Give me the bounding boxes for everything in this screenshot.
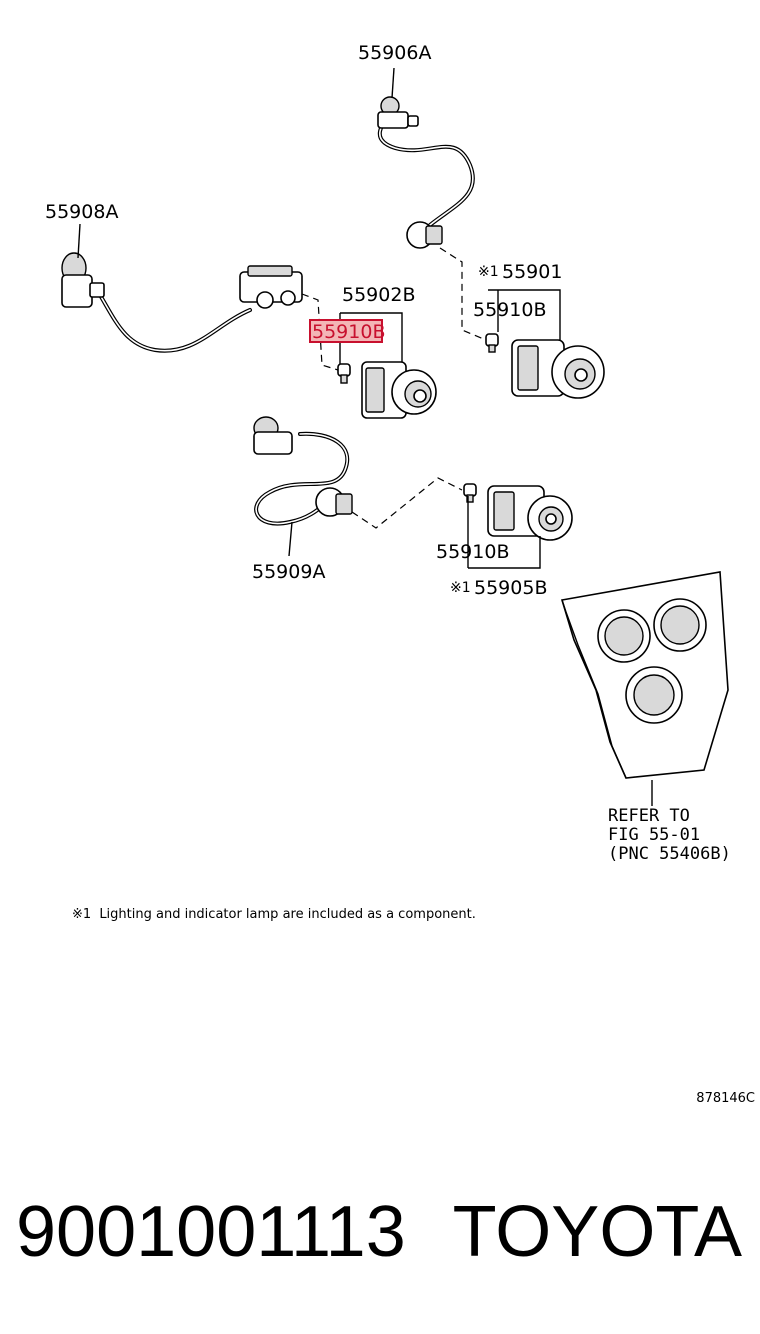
bulb-55910b-right[interactable] — [485, 333, 499, 353]
leader-lines — [77, 67, 653, 806]
illustration-code: 878146C — [696, 1091, 755, 1106]
footnote-text: Lighting and indicator lamp are included… — [99, 907, 476, 922]
socket-wire-55908a[interactable] — [61, 252, 303, 353]
label-55906a: 55906A — [358, 42, 431, 64]
part-number: 9001001113 — [16, 1192, 406, 1272]
label-55910b-highlighted[interactable]: 55910B — [312, 321, 385, 343]
refer-line-1: REFER TO — [608, 806, 690, 826]
footnote-marker-55901: ※1 — [478, 264, 499, 280]
highlight-box — [309, 319, 383, 343]
refer-line-3: (PNC 55406B) — [608, 844, 731, 864]
label-55910b-lower: 55910B — [436, 541, 509, 563]
footnote-marker: ※1 — [72, 907, 91, 922]
control-panel-bezel[interactable] — [560, 571, 729, 779]
switch-55901[interactable] — [511, 339, 605, 399]
switch-55902b[interactable] — [361, 361, 437, 419]
footnote-marker-55905b: ※1 — [450, 580, 471, 596]
bulb-55910b-highlighted[interactable] — [337, 363, 351, 384]
bulb-55910b-lower[interactable] — [463, 483, 477, 503]
label-55902b: 55902B — [342, 284, 415, 306]
label-55905b: 55905B — [474, 577, 547, 599]
socket-wire-55909a[interactable] — [253, 416, 353, 526]
switch-55905b[interactable] — [487, 485, 573, 541]
socket-wire-55906a[interactable] — [377, 96, 475, 249]
brand-name: TOYOTA — [453, 1192, 742, 1272]
label-55908a: 55908A — [45, 201, 118, 223]
label-55910b-right: 55910B — [473, 299, 546, 321]
label-55901: 55901 — [502, 261, 562, 283]
footnote: ※1 Lighting and indicator lamp are inclu… — [72, 907, 476, 922]
refer-line-2: FIG 55-01 — [608, 825, 700, 845]
label-55909a: 55909A — [252, 561, 325, 583]
